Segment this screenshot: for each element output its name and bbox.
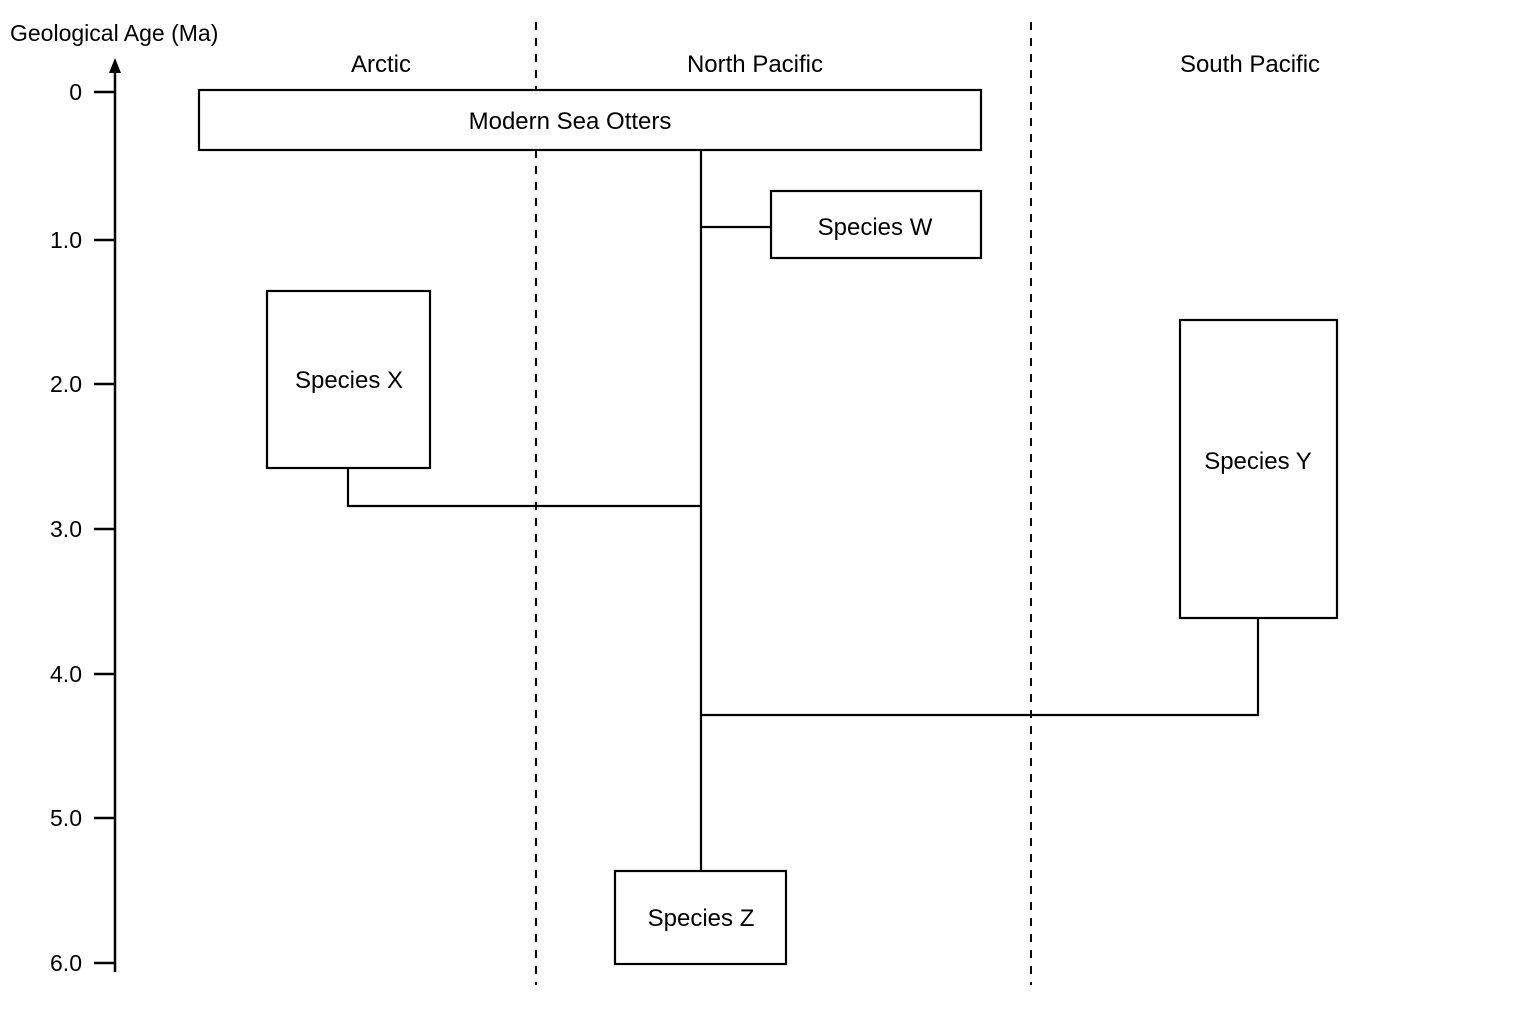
branch-species-y [701, 618, 1260, 717]
node-modern-sea-otters: Modern Sea Otters [197, 88, 983, 152]
node-species-w: Species W [769, 189, 983, 260]
tick-label: 2.0 [50, 371, 82, 397]
node-species-x: Species X [265, 289, 432, 470]
axis-arrow-icon [109, 58, 121, 73]
tick-label: 4.0 [50, 661, 82, 687]
axis-ticks: 0 1.0 2.0 3.0 4.0 5.0 6.0 [50, 79, 115, 976]
axis-title: Geological Age (Ma) [10, 20, 218, 46]
node-box [613, 869, 788, 966]
region-label-arctic: Arctic [351, 51, 411, 78]
node-box [265, 289, 432, 470]
tick-label: 3.0 [50, 516, 82, 542]
node-label: Modern Sea Otters [469, 108, 672, 135]
tick-label: 1.0 [50, 227, 82, 253]
node-label: Species Z [648, 905, 755, 932]
tick-label: 5.0 [50, 805, 82, 831]
branch-species-x [346, 468, 701, 508]
node-label: Species Y [1204, 448, 1312, 475]
tick-label: 0 [69, 79, 82, 105]
region-label-north-pacific: North Pacific [687, 51, 823, 78]
node-species-y: Species Y [1178, 318, 1339, 620]
node-label: Species W [818, 214, 933, 241]
node-species-z: Species Z [613, 869, 788, 966]
region-label-south-pacific: South Pacific [1180, 51, 1320, 78]
tick-label: 6.0 [50, 950, 82, 976]
node-label: Species X [295, 367, 403, 394]
node-box [769, 189, 983, 260]
node-box [197, 88, 983, 152]
node-box [1178, 318, 1339, 620]
